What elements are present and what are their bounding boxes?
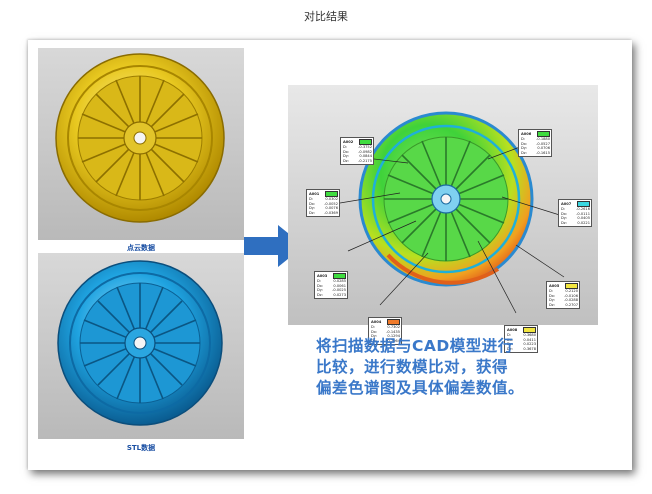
deviation-label-a004: A004 D:0.7302 Dx:-0.1435 Dy:0.1294 Dz:0.… bbox=[368, 317, 402, 346]
description-text: 将扫描数据与CAD模型进行 比较，进行数模比对，获得 偏差色谱图及具体偏差数值。 bbox=[316, 336, 596, 399]
deviation-color-map-image bbox=[339, 111, 567, 314]
deviation-label-a005: A005 D:0.2120 Dx:-0.0106 Dy:-0.0288 Dz:0… bbox=[546, 281, 580, 310]
deviation-swatch bbox=[565, 283, 578, 289]
deviation-swatch bbox=[387, 319, 400, 325]
deviation-result-panel: A002 D:-0.3752 Dx:-0.0982 Dy:0.0844 Dz:-… bbox=[288, 85, 598, 354]
deviation-label-a006: A006 D:-0.1880 Dx:-0.0527 Dy:0.0706 Dz:-… bbox=[518, 129, 552, 158]
deviation-label-a001: A001 D:0.0302 Dx:-0.0052 Dy:0.0076 Dz:-0… bbox=[306, 189, 340, 218]
point-cloud-caption: 点云数据 bbox=[127, 244, 155, 252]
description-line: 将扫描数据与CAD模型进行 bbox=[316, 337, 514, 355]
deviation-swatch bbox=[333, 273, 346, 279]
deviation-label-a003: A003 D:0.0285 Dx:0.0061 Dy:-0.0025 Dz:0.… bbox=[314, 271, 348, 300]
point-cloud-panel bbox=[38, 48, 244, 240]
stl-wheel-image bbox=[57, 260, 223, 426]
deviation-swatch bbox=[577, 201, 590, 207]
description-line: 偏差色谱图及具体偏差数值。 bbox=[316, 379, 525, 397]
point-cloud-wheel-image bbox=[55, 53, 225, 223]
deviation-swatch bbox=[523, 327, 536, 333]
deviation-label-a007: A007 D:-0.2616 Dx:-0.0111 Dy:0.0405 Dz:0… bbox=[558, 199, 592, 228]
description-line: 比较，进行数模比对，获得 bbox=[316, 358, 509, 376]
page-title: 对比结果 bbox=[304, 10, 348, 23]
stl-panel bbox=[38, 253, 244, 439]
deviation-label-a008: A008 D:0.3680 Dx:0.0411 Dy:0.0223 Dz:0.3… bbox=[504, 325, 538, 354]
stl-caption: STL数据 bbox=[126, 444, 156, 452]
deviation-swatch bbox=[325, 191, 338, 197]
deviation-label-a002: A002 D:-0.3752 Dx:-0.0982 Dy:0.0844 Dz:-… bbox=[340, 137, 374, 166]
deviation-swatch bbox=[359, 139, 372, 145]
deviation-swatch bbox=[537, 131, 550, 137]
